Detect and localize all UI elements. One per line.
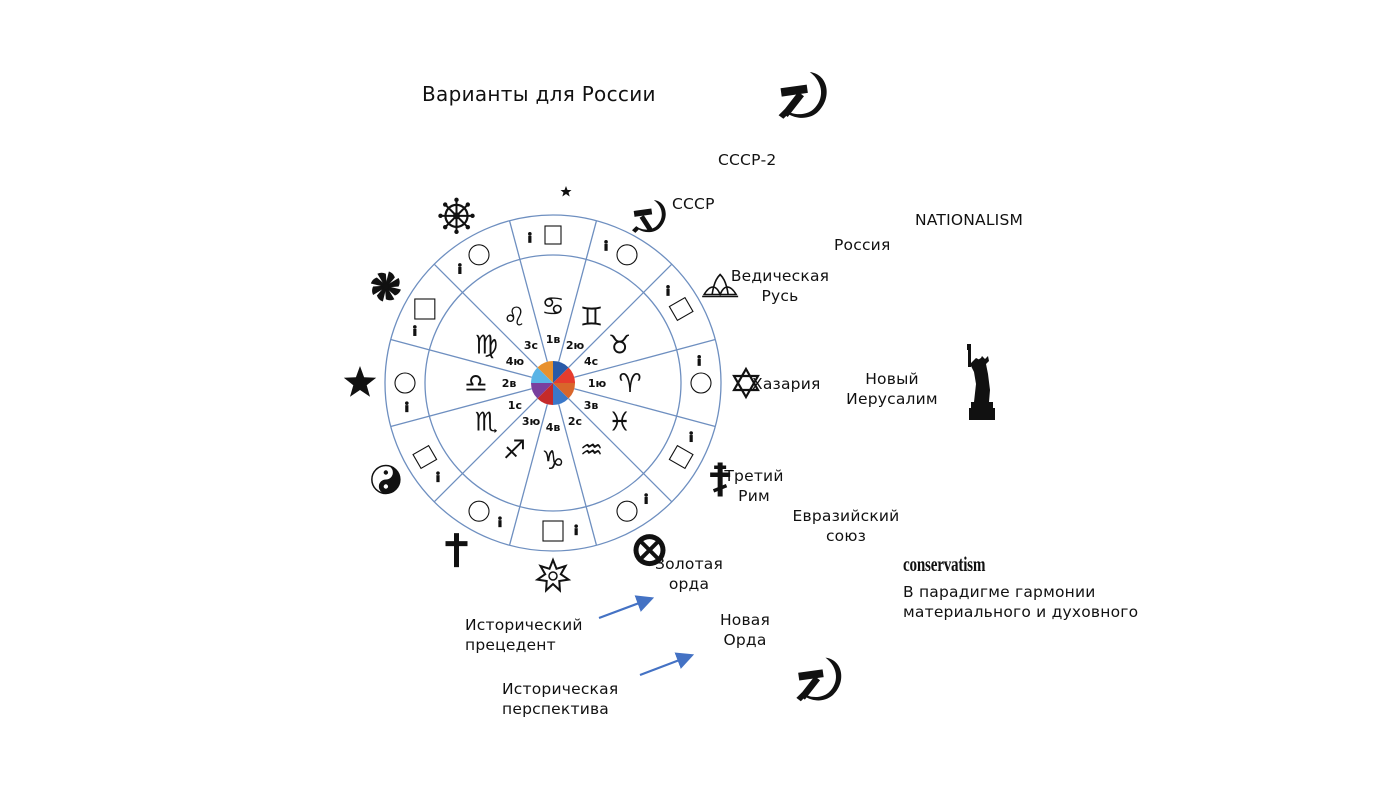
zodiac-glyph: ♎ [464, 369, 487, 399]
sector-divider [574, 388, 716, 428]
yin-yang-icon [371, 464, 401, 495]
center-wedge [531, 383, 553, 399]
label-russia: Россия [834, 236, 891, 254]
latin-cross-icon [445, 533, 468, 568]
sector-divider [558, 220, 598, 362]
house-symbol-paper [668, 431, 694, 470]
center-wedge [537, 383, 553, 405]
sector-divider [568, 398, 673, 503]
dharma-wheel-icon [438, 197, 475, 235]
outer-ring [384, 214, 722, 552]
arrow-perspective [639, 652, 695, 677]
house-symbol-circle [604, 240, 638, 266]
sector-divider [558, 404, 598, 546]
inner-ring [424, 254, 682, 512]
sector-divider [508, 220, 548, 362]
house-label: 3ю [522, 415, 541, 428]
house-label: 1ю [588, 377, 607, 390]
house-label: 1в [546, 333, 561, 346]
house-label: 2в [502, 377, 517, 390]
sector-divider [390, 338, 532, 378]
seven-point-star-icon [534, 557, 572, 593]
zodiac-glyph: ♉ [608, 331, 631, 361]
house-symbol-paper [528, 225, 562, 245]
sector-divider [390, 388, 532, 428]
statue-of-liberty-icon [967, 344, 995, 420]
label-sssr2: СССР-2 [718, 151, 777, 169]
house-label: 2ю [566, 339, 585, 352]
center-wedge [553, 361, 569, 383]
zodiac-glyph: ♌ [503, 302, 526, 332]
sector-divider [568, 263, 673, 368]
five-point-star-icon [343, 366, 377, 397]
house-label: 1с [508, 399, 522, 412]
conservatism-logo: conservatism [903, 552, 986, 576]
sector-divider [508, 404, 548, 546]
center-wedge [553, 383, 569, 405]
star-of-david-icon [732, 366, 760, 400]
house-label: 2с [568, 415, 582, 428]
house-symbol-circle [394, 372, 416, 413]
house-label: 4в [546, 421, 561, 434]
arrow-precedent [598, 595, 655, 620]
sector-divider [574, 338, 716, 378]
hammer-sickle-icon [796, 657, 842, 702]
house-symbol-paper [412, 444, 440, 483]
page-title: Варианты для России [422, 82, 656, 106]
orthodox-cross-icon [710, 462, 731, 497]
house-symbol-square [542, 520, 578, 542]
hammer-sickle-icon [632, 200, 666, 233]
kolovrat-icon [370, 271, 401, 302]
sector-divider [433, 263, 538, 368]
zodiac-glyph: ♈ [618, 369, 641, 399]
house-symbol-circle [468, 500, 502, 528]
zodiac-glyph: ♊ [580, 302, 603, 332]
label-khazaria: Хазария [752, 375, 821, 393]
house-symbol-circle [458, 244, 490, 274]
center-wedge [553, 367, 575, 383]
center-wedge [531, 367, 553, 383]
house-symbol-circle [690, 355, 712, 394]
hammer-sickle-icon [778, 72, 827, 119]
house-label: 3с [524, 339, 538, 352]
house-label: 3в [584, 399, 599, 412]
sector-divider [433, 398, 538, 503]
ring-cross-icon [633, 534, 666, 567]
zodiac-glyph: ♏ [475, 408, 498, 438]
crescent-star-icon [543, 176, 572, 204]
center-wedge [537, 361, 553, 383]
zodiac-glyph: ♓ [608, 408, 631, 438]
house-symbol-circle [616, 493, 648, 522]
zodiac-glyph: ♒ [580, 436, 603, 466]
zodiac-glyph: ♐ [503, 436, 526, 466]
house-symbol-paper [666, 285, 694, 322]
lotus-icon [702, 273, 739, 298]
house-symbol-square [413, 298, 436, 336]
house-label: 4с [584, 355, 598, 368]
zodiac-glyph: ♍ [475, 331, 498, 361]
label-sssr: СССР [672, 195, 715, 213]
zodiac-glyph: ♑ [541, 446, 564, 476]
house-label: 4ю [506, 355, 525, 368]
label-nationalism: NATIONALISM [915, 211, 1024, 229]
zodiac-glyph: ♋ [541, 292, 564, 322]
center-wedge [553, 383, 575, 399]
